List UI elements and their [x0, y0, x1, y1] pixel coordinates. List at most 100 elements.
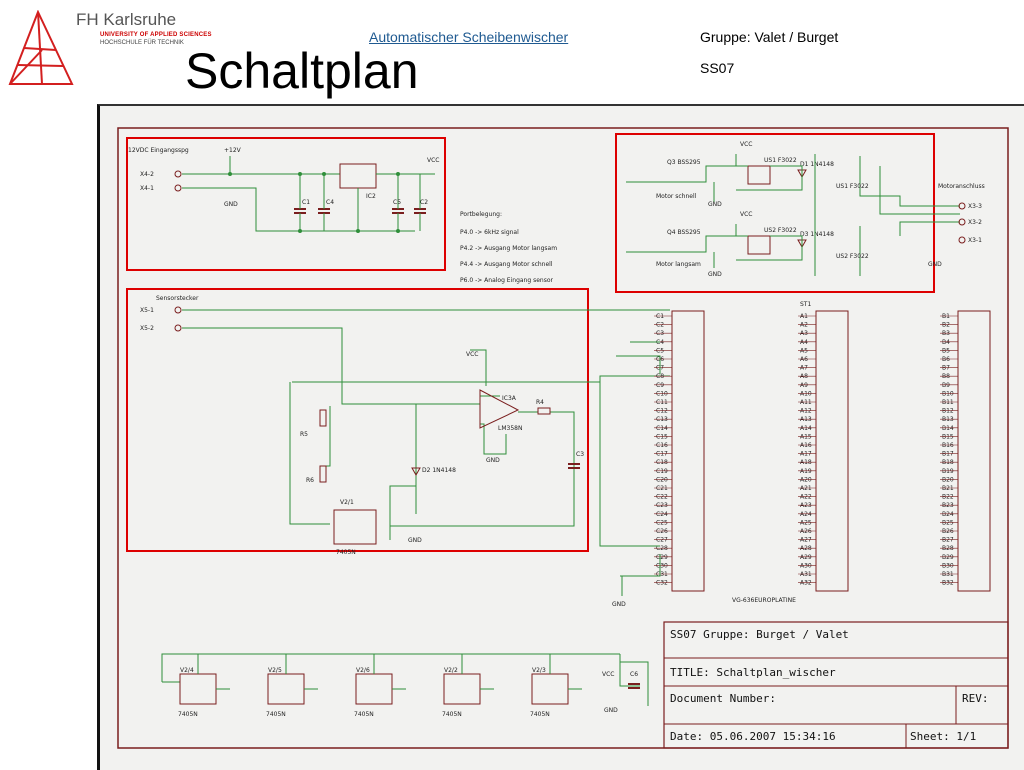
strip-b-pin-label: B8 — [942, 373, 950, 380]
resistor-r5 — [319, 409, 327, 427]
strip-c-pin-label: C4 — [656, 339, 664, 346]
vcc-label-4: VCC — [466, 351, 478, 358]
transistor-q4: Q4 BSS295 — [667, 229, 701, 236]
strip-a-pin-label: A12 — [800, 408, 812, 415]
opamp-symbol — [479, 389, 520, 429]
vcc-label-5: VCC — [602, 671, 614, 678]
gnd-label-6: GND — [408, 537, 422, 544]
strip-a-pin-label: A7 — [800, 365, 808, 372]
motor-connector-label: Motoranschluss — [938, 183, 985, 190]
gnd-label-7: GND — [612, 601, 626, 608]
resistor-r4 — [537, 407, 551, 415]
strip-a-pin-label: A17 — [800, 451, 812, 458]
strip-b-pin-label: B19 — [942, 468, 954, 475]
strip-b-pin-label: B27 — [942, 537, 954, 544]
resistor-r6 — [319, 465, 327, 483]
cap-c1: C1 — [302, 199, 310, 206]
strip-a-pin-label: A18 — [800, 459, 812, 466]
strip-c-pin-label: C14 — [656, 425, 668, 432]
opamp-type: LM358N — [498, 425, 522, 432]
strip-c-pin-label: C10 — [656, 390, 668, 397]
buffer-gate — [531, 673, 569, 705]
buffer-v2-1-type: 7405N — [336, 549, 356, 556]
topic-link[interactable]: Automatischer Scheibenwischer — [369, 29, 569, 45]
terminal-x5-1 — [174, 306, 182, 314]
terminal-x4-1 — [174, 184, 182, 192]
buffer-gate — [355, 673, 393, 705]
relay-us2-coil — [747, 235, 771, 255]
strip-c-pin-label: C17 — [656, 451, 668, 458]
strip-c-pin-label: C1 — [656, 313, 664, 320]
strip-a-pin-label: A21 — [800, 485, 812, 492]
strip-b-pin-label: B30 — [942, 562, 954, 569]
buffer-type: 7405N — [266, 711, 286, 718]
strip-a-pin-label: A6 — [800, 356, 808, 363]
strip-b-pin-label: B22 — [942, 494, 954, 501]
strip-b-pin-label: B15 — [942, 433, 954, 440]
strip-b-pin-label: B20 — [942, 476, 954, 483]
strip-b-pin-label: B23 — [942, 502, 954, 509]
strip-b-pin-label: B12 — [942, 408, 954, 415]
port-line-2: P4.2 -> Ausgang Motor langsam — [460, 245, 557, 252]
drawing-frame — [117, 127, 1009, 749]
strip-a-pin-label: A10 — [800, 390, 812, 397]
strip-b-pin-label: B10 — [942, 390, 954, 397]
buffer-label: V2/2 — [444, 667, 458, 674]
port-line-3: P4.4 -> Ausgang Motor schnell — [460, 261, 553, 268]
gnd-label-5: GND — [486, 457, 500, 464]
strip-c-pin-label: C11 — [656, 399, 668, 406]
strip-b-pin-label: B28 — [942, 545, 954, 552]
strip-b-pin-label: B14 — [942, 425, 954, 432]
strip-a-pin-label: A20 — [800, 476, 812, 483]
connector-x5-2: X5-2 — [140, 325, 154, 332]
buffer-label: V2/6 — [356, 667, 370, 674]
strip-c-pin-label: C24 — [656, 511, 668, 518]
strip-b-pin-label: B5 — [942, 347, 950, 354]
resistor-r4-label: R4 — [536, 399, 544, 406]
cap-c5: C5 — [393, 199, 401, 206]
strip-b-pin-label: B1 — [942, 313, 950, 320]
connector-strip-a — [815, 310, 849, 592]
power-label: 12VDC Eingangsspg — [128, 147, 189, 154]
strip-c-pin-label: C27 — [656, 537, 668, 544]
strip-a-pin-label: A4 — [800, 339, 808, 346]
strip-c-pin-label: C15 — [656, 433, 668, 440]
relay-us1-coil — [747, 165, 771, 185]
strip-a-pin-label: A27 — [800, 537, 812, 544]
strip-c-pin-label: C32 — [656, 580, 668, 587]
strip-c-pin-label: C29 — [656, 554, 668, 561]
plus12v-label-1: +12V — [224, 147, 242, 154]
buffer-gate — [443, 673, 481, 705]
resistor-r5-label: R5 — [300, 431, 308, 438]
regulator-label: IC2 — [366, 193, 376, 200]
motor-slow-label: Motor langsam — [656, 261, 701, 268]
strip-a-pin-label: A26 — [800, 528, 812, 535]
group-label: Gruppe: Valet / Burget — [700, 29, 839, 45]
logo-triangle-icon — [8, 10, 74, 85]
strip-a-pin-label: A5 — [800, 347, 808, 354]
buffer-gate — [267, 673, 305, 705]
buffer-label: V2/4 — [180, 667, 194, 674]
terminal-x5-2 — [174, 324, 182, 332]
buffer-type: 7405N — [178, 711, 198, 718]
strip-c-pin-label: C3 — [656, 330, 664, 337]
buffer-v2-1-label: V2/1 — [340, 499, 354, 506]
logo-subtitle-2: HOCHSCHULE FÜR TECHNIK — [100, 40, 184, 46]
strip-c-pin-label: C19 — [656, 468, 668, 475]
strip-c-pin-label: C22 — [656, 494, 668, 501]
schematic-scan: 12VDC Eingangsspg +12V VCC X4-2 X4-1 IC2… — [97, 104, 1024, 770]
strip-b-pin-label: B21 — [942, 485, 954, 492]
strip-c-pin-label: C23 — [656, 502, 668, 509]
relay-us2-contact: US2 F3022 — [836, 253, 869, 260]
strip-c-pin-label: C20 — [656, 476, 668, 483]
sensor-label: Sensorstecker — [156, 295, 199, 302]
schematic-drawing: 12VDC Eingangsspg +12V VCC X4-2 X4-1 IC2… — [117, 127, 1009, 749]
buffer-type: 7405N — [530, 711, 550, 718]
vcc-label-2: VCC — [740, 141, 752, 148]
strip-c-pin-label: C5 — [656, 347, 664, 354]
motor-pin-x3-1: X3-1 — [968, 237, 982, 244]
cap-c4: C4 — [326, 199, 334, 206]
buffer-type: 7405N — [354, 711, 374, 718]
strip-a-pin-label: A15 — [800, 433, 812, 440]
title-block-rev: REV: — [962, 692, 989, 705]
